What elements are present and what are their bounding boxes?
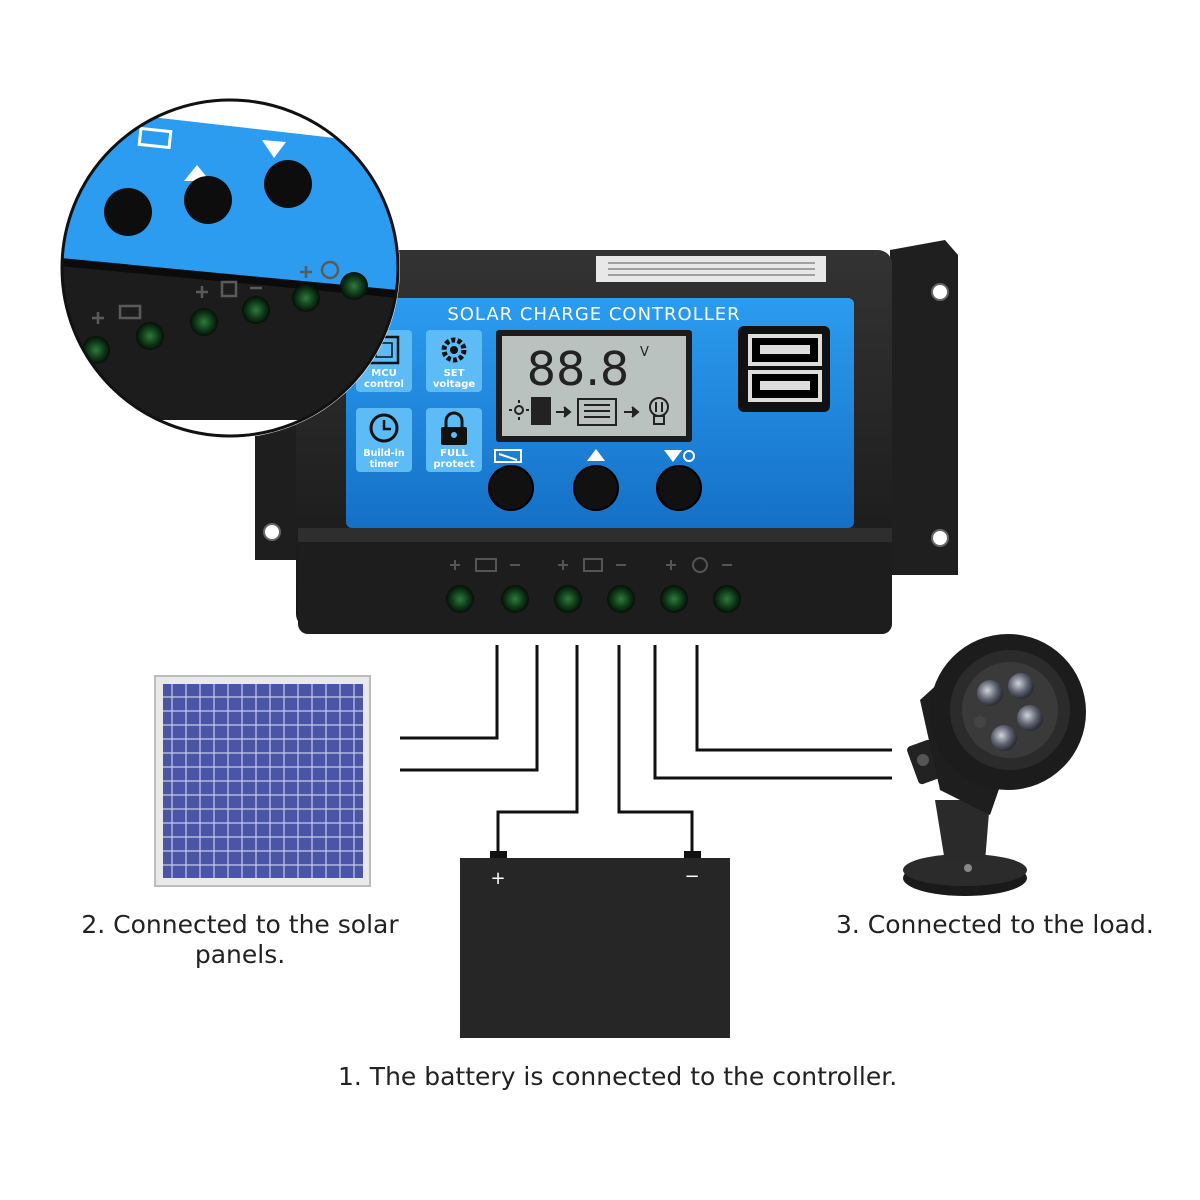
lcd-arrow-icon [556,406,572,418]
caption-load: 3. Connected to the load. [836,910,1154,939]
terminal-load-minus[interactable] [713,585,741,613]
controller-title: SOLAR CHARGE CONTROLLER [447,304,740,325]
gear-icon [441,337,467,363]
lcd-battery-icon [577,398,617,426]
svg-text:SET: SET [444,368,465,379]
mounting-hole-left [263,523,281,541]
lcd-arrow-icon-2 [624,406,640,418]
lcd-status-icons [509,397,669,426]
wire-load-plus [653,645,892,780]
feature-badge-timer: Build-in timer [356,408,412,472]
screw-terminals [446,585,741,613]
wire-solar-plus [400,645,499,740]
up-button[interactable] [573,465,619,511]
terminal-block [298,528,892,634]
caption-battery: 1. The battery is connected to the contr… [338,1062,898,1091]
lock-icon [441,411,467,445]
battery: + − [460,851,730,1038]
svg-text:protect: protect [433,459,474,470]
mounting-ear-left [255,410,300,560]
wire-battery-minus [617,645,694,856]
down-button[interactable] [656,465,702,511]
svg-text:Build-in: Build-in [363,448,405,459]
wires [400,645,892,856]
up-icon [587,449,605,461]
sun-icon [509,400,529,420]
mounting-hole-right-top [931,283,949,301]
solar-charge-controller: SOLAR CHARGE CONTROLLER MCU control SET … [255,240,958,634]
solar-panel [154,675,371,887]
mounting-hole-right-bottom [931,529,949,547]
down-icon [664,450,695,462]
battery-minus-label: − [684,866,699,887]
wire-battery-plus [496,645,579,856]
usb-ports [738,326,830,412]
lcd-unit: V [640,345,649,360]
svg-text:voltage: voltage [433,379,476,390]
caption-solar-panels: 2. Connected to the solar panels. [81,910,399,969]
terminal-solar-minus[interactable] [501,585,529,613]
solar-cell-grid [163,684,363,878]
wire-load-minus [695,645,892,752]
feature-badge-full-protect: FULL protect [426,408,482,472]
terminal-symbols [450,557,732,573]
svg-text:control: control [364,379,404,390]
battery-body [460,858,730,1038]
terminal-load-plus[interactable] [660,585,688,613]
svg-text:timer: timer [370,459,399,470]
lcd-screen: 88.8 V [496,330,692,442]
battery-plus-label: + [490,868,505,889]
zoom-detail-circle [60,98,400,438]
lcd-panel-icon [531,397,551,425]
mounting-ear-right [890,240,958,575]
menu-button[interactable] [488,465,534,511]
wire-solar-minus [400,645,539,772]
lcd-voltage-readout: 88.8 [527,342,629,396]
clock-icon [369,413,399,443]
spotlight-load [903,634,1086,896]
terminal-battery-plus[interactable] [554,585,582,613]
terminal-battery-minus[interactable] [607,585,635,613]
svg-text:FULL: FULL [440,448,468,459]
feature-badge-set-voltage: SET voltage [426,330,482,392]
lcd-bulb-icon [649,397,669,425]
menu-icon [494,449,522,463]
svg-text:MCU: MCU [371,368,396,379]
terminal-solar-plus[interactable] [446,585,474,613]
